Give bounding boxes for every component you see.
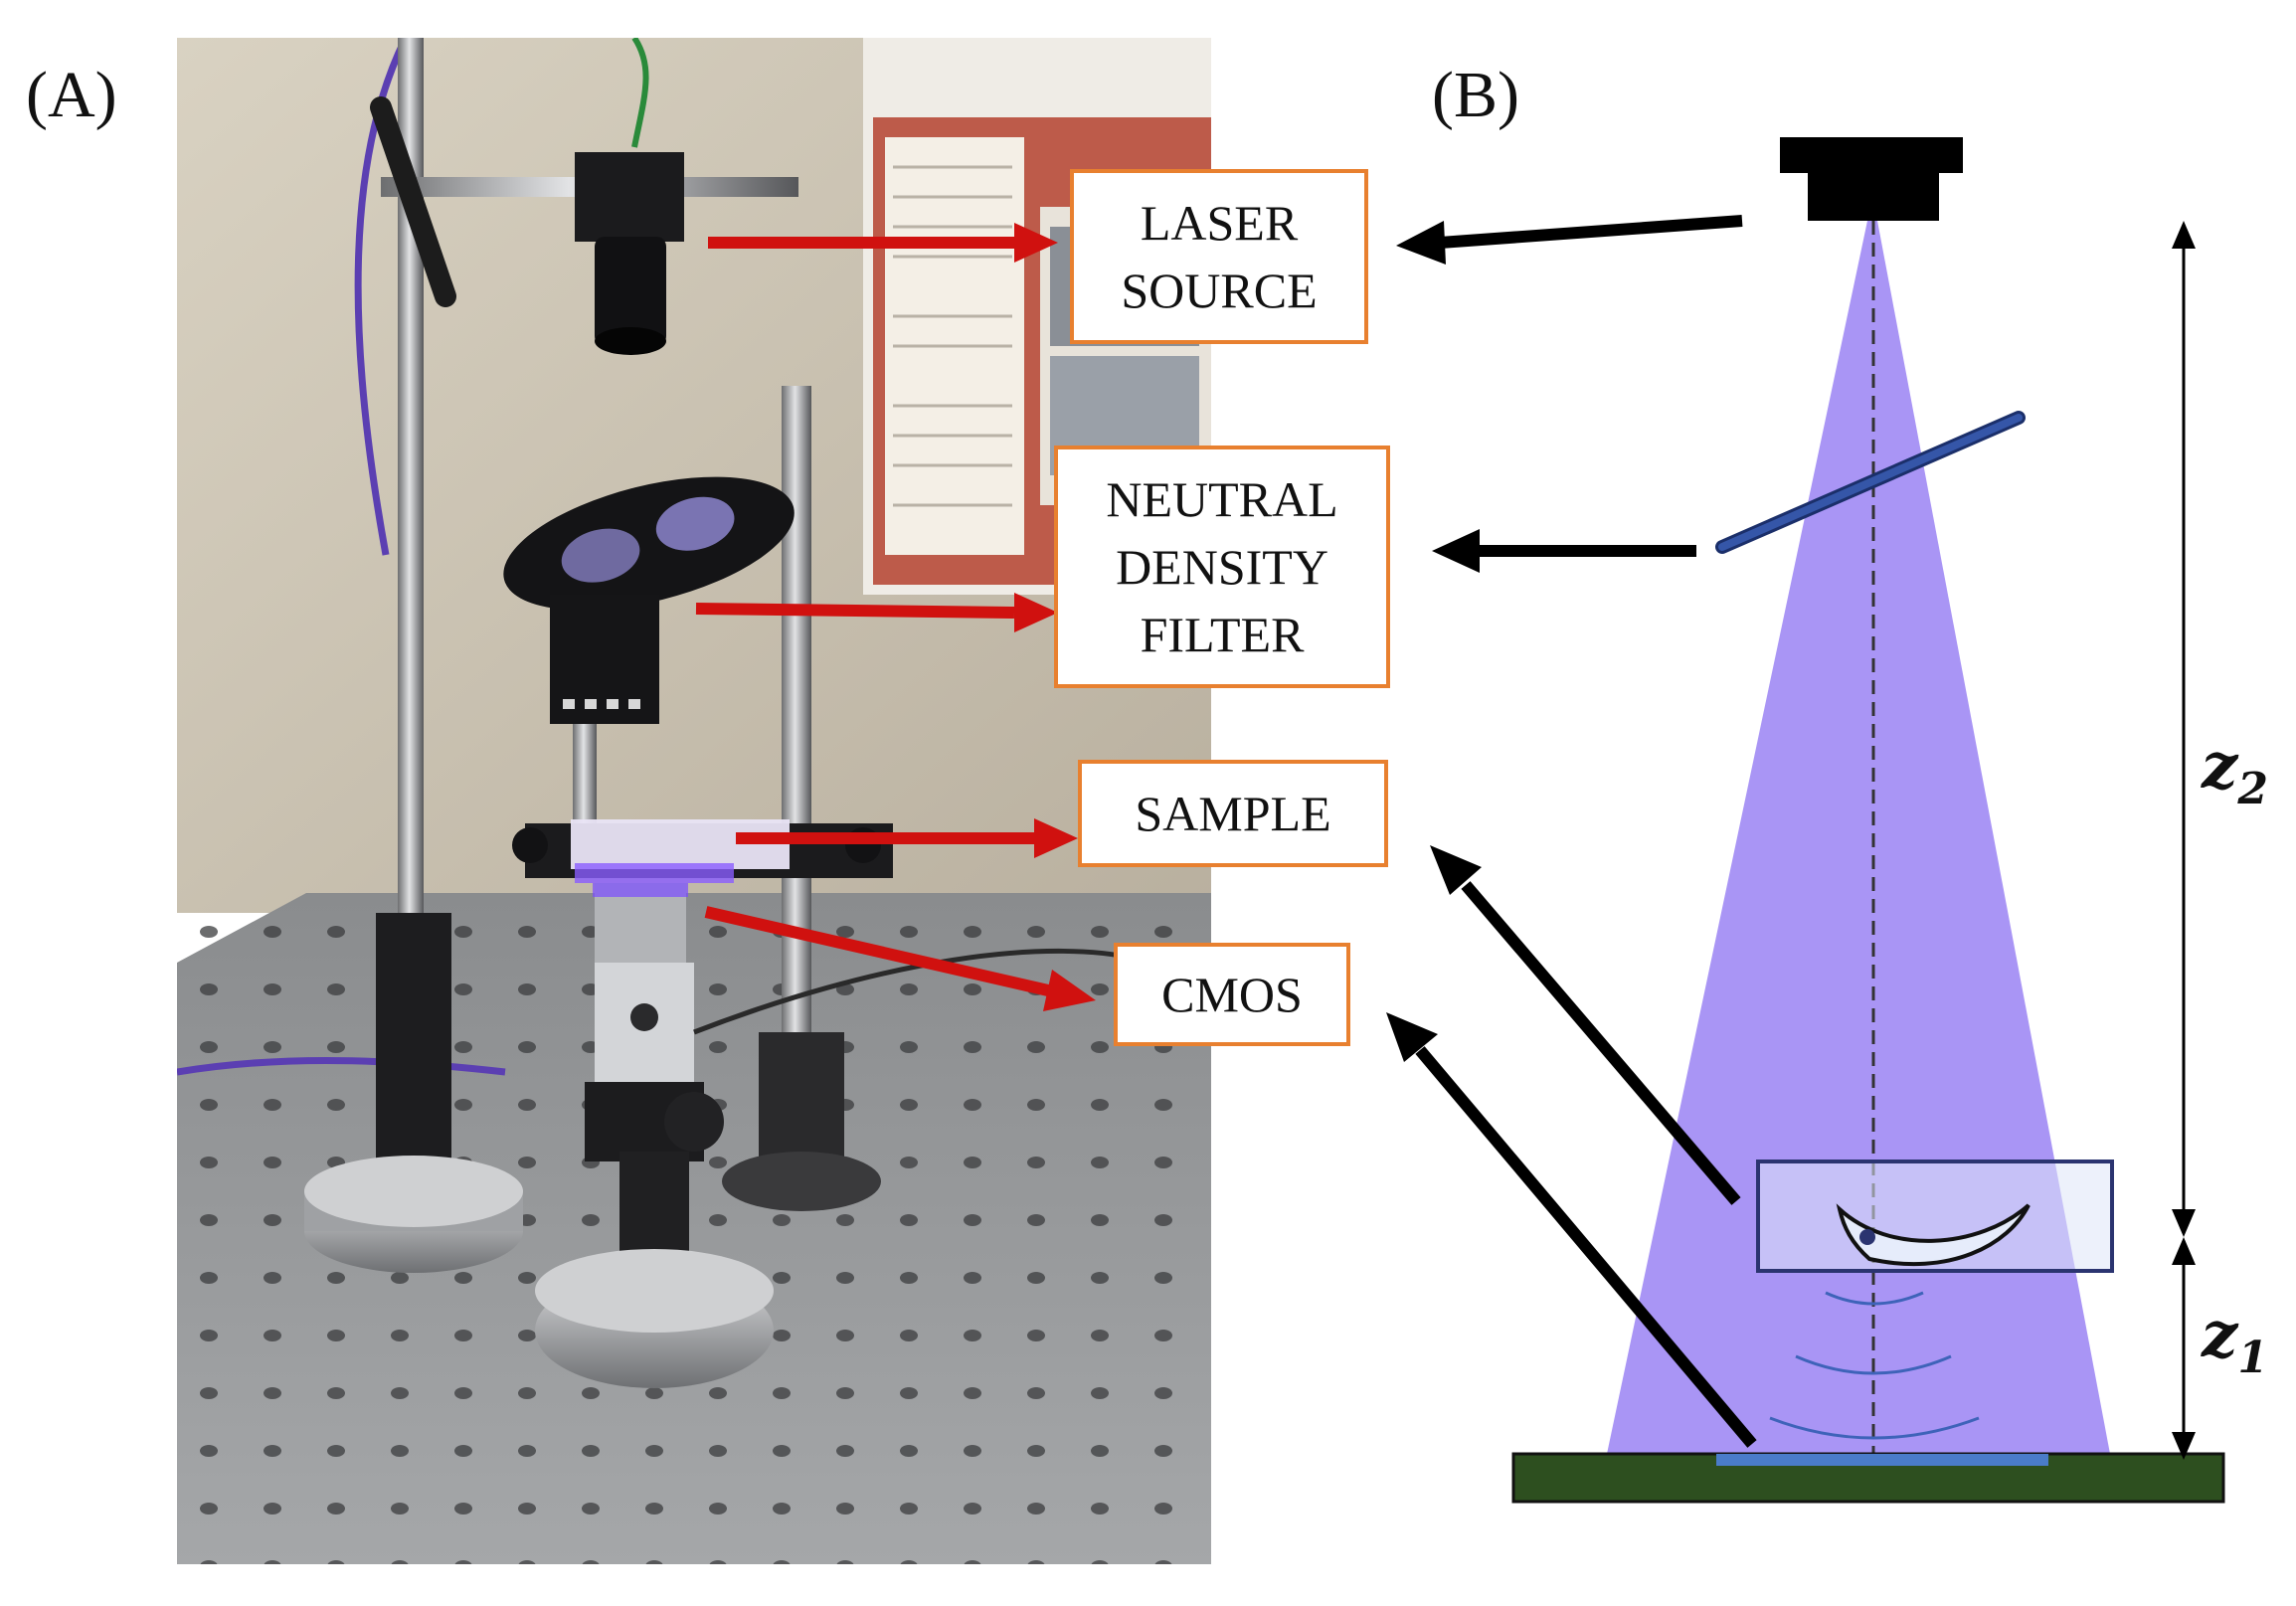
label-filter-line-1: NEUTRAL	[1106, 471, 1338, 527]
dimension-label-z1: z1	[2201, 1298, 2268, 1383]
dimension-lines	[2172, 221, 2196, 1460]
label-cmos: CMOS	[1114, 943, 1350, 1046]
label-laser-line-1: LASER	[1140, 195, 1299, 251]
schematic-arrows	[1386, 215, 1757, 1448]
label-neutral-density-filter: NEUTRAL DENSITY FILTER	[1054, 446, 1390, 688]
cmos-sensor-icon	[1511, 1452, 2225, 1504]
panel-label-a: (A)	[26, 59, 117, 131]
diffraction-ripples	[1769, 1291, 1980, 1440]
laser-beam-cone	[1607, 221, 2110, 1454]
label-filter-line-3: FILTER	[1140, 607, 1305, 662]
label-sample-text: SAMPLE	[1135, 786, 1331, 841]
laser-source-icon	[1780, 137, 1963, 221]
label-filter-line-2: DENSITY	[1116, 539, 1328, 595]
sample-holder-icon	[1756, 1160, 2114, 1273]
label-sample: SAMPLE	[1078, 760, 1388, 867]
label-cmos-text: CMOS	[1161, 967, 1303, 1022]
dimension-label-z2: z2	[2201, 729, 2268, 814]
panel-label-b: (B)	[1432, 59, 1519, 131]
label-laser-line-2: SOURCE	[1121, 263, 1318, 318]
label-laser-source: LASER SOURCE	[1070, 169, 1368, 344]
